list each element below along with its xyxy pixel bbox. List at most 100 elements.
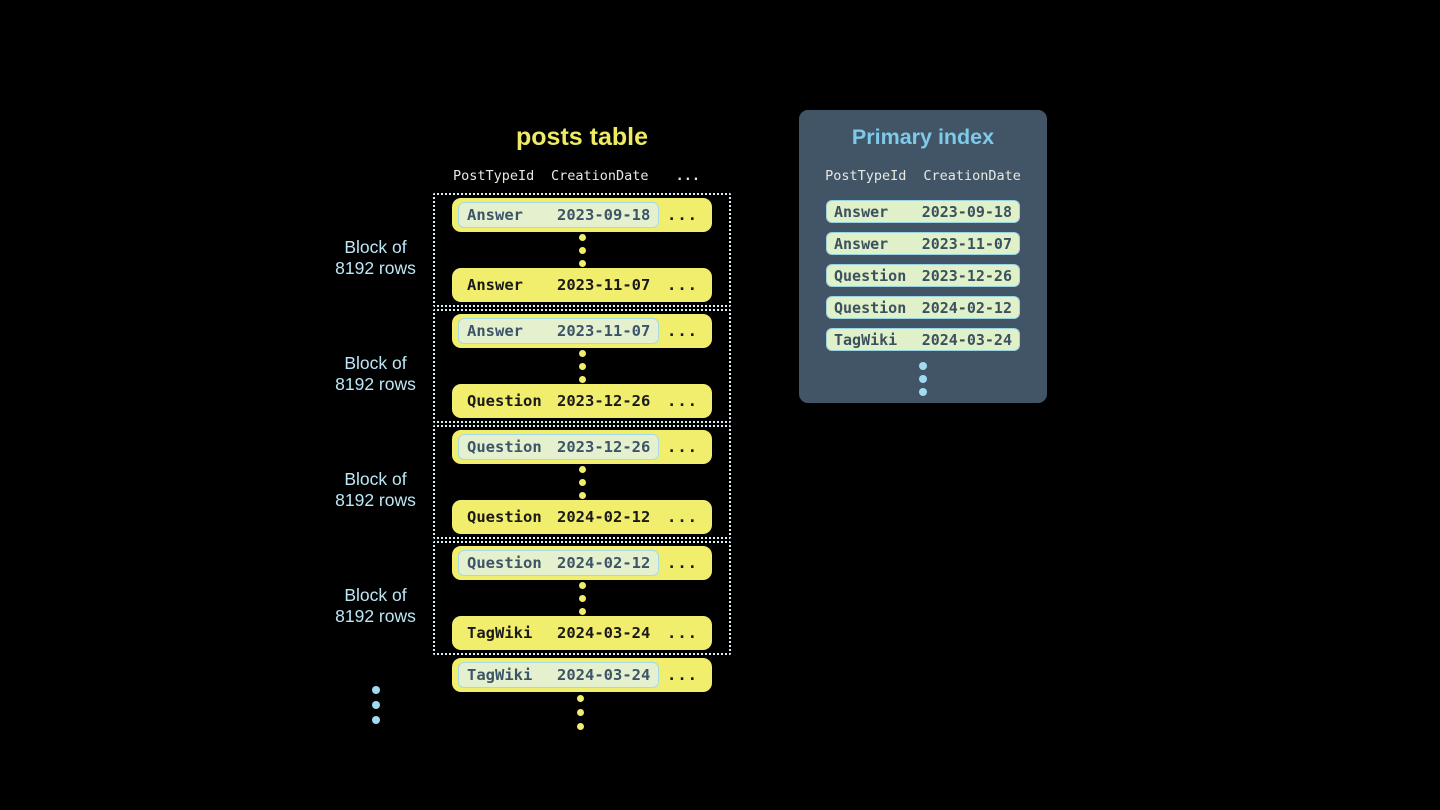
ellipsis-dots-yellow [578,233,586,267]
row-posttypeid: Answer [467,276,523,294]
row-highlight: Answer 2023-11-07 [458,318,660,344]
posts-header-posttypeid: PostTypeId [453,168,535,184]
dot [919,375,927,383]
block-4: Question 2024-02-12 ... TagWiki 2024-03-… [433,541,731,655]
table-row: Answer 2023-09-18 ... [452,198,712,232]
block-label-line2: 8192 rows [335,490,416,510]
index-creationdate: 2024-02-12 [921,298,1012,317]
index-row: TagWiki 2024-03-24 [826,328,1020,351]
row-creationdate: 2023-12-26 [557,392,651,410]
posts-table-blocks: Answer 2023-09-18 ... Answer 2023-11-07 … [433,193,731,657]
row-creationdate: 2023-12-26 [557,438,651,456]
row-cells: TagWiki 2024-03-24 [458,620,659,646]
table-row: Question 2024-02-12 ... [452,500,712,534]
block-label-line2: 8192 rows [335,258,416,278]
row-creationdate: 2024-03-24 [557,624,651,642]
row-ellipsis: ... [667,666,698,684]
dot [919,362,927,370]
dot [578,581,586,589]
primary-index-panel: Primary index PostTypeId CreationDate An… [799,110,1047,403]
row-creationdate: 2024-03-24 [557,666,651,684]
row-posttypeid: Answer [467,206,523,224]
dot [578,594,586,602]
dot [577,695,584,702]
row-ellipsis: ... [667,206,698,224]
block-label-3: Block of 8192 rows [318,469,433,511]
block-2: Answer 2023-11-07 ... Question 2023-12-2… [433,309,731,423]
dot [919,388,927,396]
table-row: Answer 2023-11-07 ... [452,314,712,348]
row-ellipsis: ... [667,624,698,642]
primary-index-rows: Answer 2023-09-18 Answer 2023-11-07 Ques… [826,200,1020,351]
index-row: Question 2024-02-12 [826,296,1020,319]
table-row: Question 2024-02-12 ... [452,546,712,580]
index-posttypeid: Answer [834,234,889,253]
row-posttypeid: Question [467,438,542,456]
row-highlight: Answer 2023-09-18 [458,202,660,228]
row-creationdate: 2023-11-07 [557,276,651,294]
dot [578,362,586,370]
primary-index-column-headers: PostTypeId CreationDate [825,168,1021,184]
ellipsis-dots-yellow [578,349,586,383]
dot [578,246,586,254]
index-posttypeid: TagWiki [834,330,898,349]
index-creationdate: 2023-11-07 [921,234,1012,253]
row-creationdate: 2023-09-18 [557,206,651,224]
row-ellipsis: ... [667,322,698,340]
dot [578,233,586,241]
row-posttypeid: TagWiki [467,624,533,642]
block-label-line1: Block of [344,353,407,373]
dot [578,375,586,383]
block-label-2: Block of 8192 rows [318,353,433,395]
index-posttypeid: Answer [834,202,889,221]
dot [577,723,584,730]
row-cells: Answer 2023-11-07 [458,272,659,298]
index-posttypeid: Question [834,266,907,285]
dot [578,465,586,473]
posts-table-column-headers: PostTypeId CreationDate ... [452,168,712,184]
table-row: Answer 2023-11-07 ... [452,268,712,302]
dot [372,686,380,694]
row-posttypeid: TagWiki [467,666,533,684]
row-ellipsis: ... [667,392,698,410]
block-label-line1: Block of [344,469,407,489]
row-ellipsis: ... [667,438,698,456]
table-row: TagWiki 2024-03-24 ... [452,616,712,650]
dot [578,478,586,486]
posts-header-ellipsis: ... [675,168,700,184]
block-label-line2: 8192 rows [335,606,416,626]
block-1: Answer 2023-09-18 ... Answer 2023-11-07 … [433,193,731,307]
posts-header-creationdate: CreationDate [551,168,649,184]
index-row: Answer 2023-09-18 [826,200,1020,223]
row-posttypeid: Question [467,508,542,526]
dot [578,607,586,615]
index-header-creationdate: CreationDate [923,168,1021,184]
index-creationdate: 2023-12-26 [921,266,1012,285]
table-row-overflow: TagWiki 2024-03-24 ... [452,658,712,692]
ellipsis-dots-blue [372,686,380,724]
dot [578,259,586,267]
row-creationdate: 2024-02-12 [557,554,651,572]
table-row: Question 2023-12-26 ... [452,384,712,418]
index-row: Question 2023-12-26 [826,264,1020,287]
row-highlight: Question 2023-12-26 [458,434,660,460]
row-ellipsis: ... [667,554,698,572]
row-creationdate: 2024-02-12 [557,508,651,526]
row-posttypeid: Question [467,392,542,410]
dot [372,701,380,709]
dot [577,709,584,716]
index-row: Answer 2023-11-07 [826,232,1020,255]
row-cells: Question 2023-12-26 [458,388,659,414]
row-cells: Question 2024-02-12 [458,504,659,530]
dot [578,349,586,357]
index-posttypeid: Question [834,298,907,317]
block-label-4: Block of 8192 rows [318,585,433,627]
ellipsis-dots-yellow [577,695,584,730]
row-highlight: TagWiki 2024-03-24 [458,662,660,688]
posts-table-title: posts table [516,123,648,151]
row-ellipsis: ... [667,508,698,526]
block-3: Question 2023-12-26 ... Question 2024-02… [433,425,731,539]
table-row: Question 2023-12-26 ... [452,430,712,464]
row-posttypeid: Answer [467,322,523,340]
